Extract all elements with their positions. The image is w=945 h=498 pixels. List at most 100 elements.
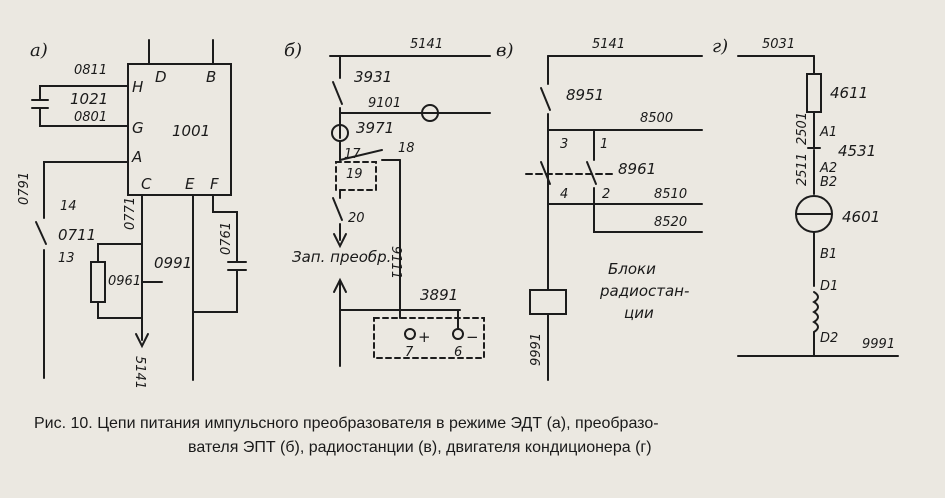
caption-line1: Рис. 10. Цепи питания импульсного преобр… bbox=[34, 415, 659, 432]
arrow-5141-a bbox=[135, 333, 149, 349]
switch-3931-blade bbox=[332, 81, 343, 105]
label-1021: 1021 bbox=[70, 90, 108, 108]
label-14: 14 bbox=[60, 199, 77, 214]
wire-0791 bbox=[43, 161, 129, 219]
section-v-tag: в) bbox=[496, 40, 514, 61]
diagram-g: г) 5031 4611 2501 A1 4531 A2 2511 B2 460… bbox=[712, 36, 899, 357]
block-1001 bbox=[127, 63, 232, 196]
label-18: 18 bbox=[398, 141, 415, 156]
label-0711: 0711 bbox=[58, 226, 96, 244]
label-8961: 8961 bbox=[618, 160, 656, 178]
label-0801: 0801 bbox=[74, 110, 107, 125]
label-9111: 9111 bbox=[388, 246, 403, 279]
label-0791: 0791 bbox=[17, 172, 32, 205]
label-4531: 4531 bbox=[838, 142, 876, 160]
label-2: 2 bbox=[602, 187, 610, 202]
label-7: 7 bbox=[405, 345, 414, 360]
label-D1: D1 bbox=[820, 279, 838, 294]
label-4: 4 bbox=[560, 187, 568, 202]
diagram-v: в) 5141 8951 8500 3 1 8961 4 2 8510 8520… bbox=[496, 37, 703, 381]
label-4611: 4611 bbox=[830, 84, 868, 102]
label-B2: B2 bbox=[820, 175, 837, 190]
wire-0801 bbox=[39, 107, 129, 127]
connector-9101 bbox=[421, 104, 439, 122]
wire-res-bottom bbox=[97, 301, 143, 319]
fuse-4611 bbox=[806, 73, 822, 113]
terminal-plus bbox=[404, 328, 416, 340]
label-8951: 8951 bbox=[566, 86, 604, 104]
arrow-20-down bbox=[333, 233, 347, 249]
arrow-up bbox=[333, 277, 347, 293]
label-19: 19 bbox=[346, 167, 363, 182]
label-20: 20 bbox=[348, 211, 365, 226]
label-B1: B1 bbox=[820, 247, 837, 262]
label-A2: A2 bbox=[819, 161, 837, 176]
label-9101: 9101 bbox=[368, 96, 401, 111]
label-2511: 2511 bbox=[795, 153, 810, 186]
label-13: 13 bbox=[58, 251, 75, 266]
terminal-minus bbox=[452, 328, 464, 340]
switch-20-blade bbox=[332, 197, 343, 221]
section-b-tag: б) bbox=[284, 40, 302, 61]
label-2501: 2501 bbox=[795, 112, 810, 145]
battery-dashed-box bbox=[373, 317, 485, 359]
switch-0711-blade bbox=[35, 221, 47, 245]
pin-H: H bbox=[132, 78, 143, 96]
label-9991-v: 9991 bbox=[529, 333, 544, 366]
section-a-tag: а) bbox=[30, 40, 48, 61]
label-0811: 0811 bbox=[74, 63, 107, 78]
block-1001-label: 1001 bbox=[172, 122, 210, 140]
label-8500: 8500 bbox=[640, 111, 673, 126]
caption-line2: вателя ЭПТ (б), радиостанции (в), двигат… bbox=[188, 439, 652, 456]
wire-0811 bbox=[39, 85, 129, 101]
label-0771: 0771 bbox=[123, 197, 138, 230]
radio-block bbox=[529, 289, 567, 315]
label-3971: 3971 bbox=[356, 119, 394, 137]
label-5141-v: 5141 bbox=[592, 37, 625, 52]
blocks-line1: Блоки bbox=[608, 260, 656, 278]
field-winding bbox=[812, 291, 819, 333]
pin-A: A bbox=[131, 148, 142, 166]
pin-B: B bbox=[206, 68, 216, 86]
switch-8951-blade bbox=[540, 87, 551, 111]
contact-17-18 bbox=[339, 149, 383, 161]
label-3891: 3891 bbox=[420, 286, 458, 304]
blocks-line2: радиостан- bbox=[599, 282, 689, 300]
pin-D: D bbox=[155, 68, 167, 86]
diagram-b: б) 5141 3931 9101 3971 17 18 19 20 9111 … bbox=[284, 37, 491, 367]
pin-E: E bbox=[185, 175, 195, 193]
section-g-tag: г) bbox=[712, 36, 728, 57]
label-0991: 0991 bbox=[154, 254, 192, 272]
label-5141-b: 5141 bbox=[410, 37, 443, 52]
label-1: 1 bbox=[600, 137, 608, 152]
label-6: 6 bbox=[454, 345, 462, 360]
label-8510: 8510 bbox=[654, 187, 687, 202]
diagram-a: а) D B H G A C E F 1001 0811 1021 0801 0… bbox=[17, 39, 247, 389]
relay-dashed-box bbox=[335, 161, 377, 191]
wire-0761 bbox=[212, 194, 238, 263]
pin-C: C bbox=[141, 175, 152, 193]
switch-8961-a-blade bbox=[540, 161, 551, 185]
label-minus: − bbox=[466, 328, 479, 346]
label-0761: 0761 bbox=[219, 222, 234, 255]
pin-F: F bbox=[210, 175, 219, 193]
wire-res-top bbox=[97, 243, 143, 263]
label-17: 17 bbox=[344, 147, 361, 162]
label-5141-a: 5141 bbox=[132, 356, 147, 389]
pin-G: G bbox=[132, 119, 144, 137]
label-zap-preobr: Зап. преобр. bbox=[292, 248, 391, 266]
label-D2: D2 bbox=[820, 331, 838, 346]
label-5031: 5031 bbox=[762, 37, 795, 52]
switch-8961-b-blade bbox=[586, 161, 597, 185]
label-9991-g: 9991 bbox=[862, 337, 895, 352]
label-A1: A1 bbox=[819, 125, 837, 140]
blocks-line3: ции bbox=[624, 304, 654, 322]
label-3931: 3931 bbox=[354, 68, 392, 86]
wire-8520 bbox=[593, 203, 703, 233]
resistor-0961 bbox=[90, 261, 106, 303]
label-4601: 4601 bbox=[842, 208, 880, 226]
label-3: 3 bbox=[560, 137, 568, 152]
wire-0761-return bbox=[192, 269, 238, 313]
